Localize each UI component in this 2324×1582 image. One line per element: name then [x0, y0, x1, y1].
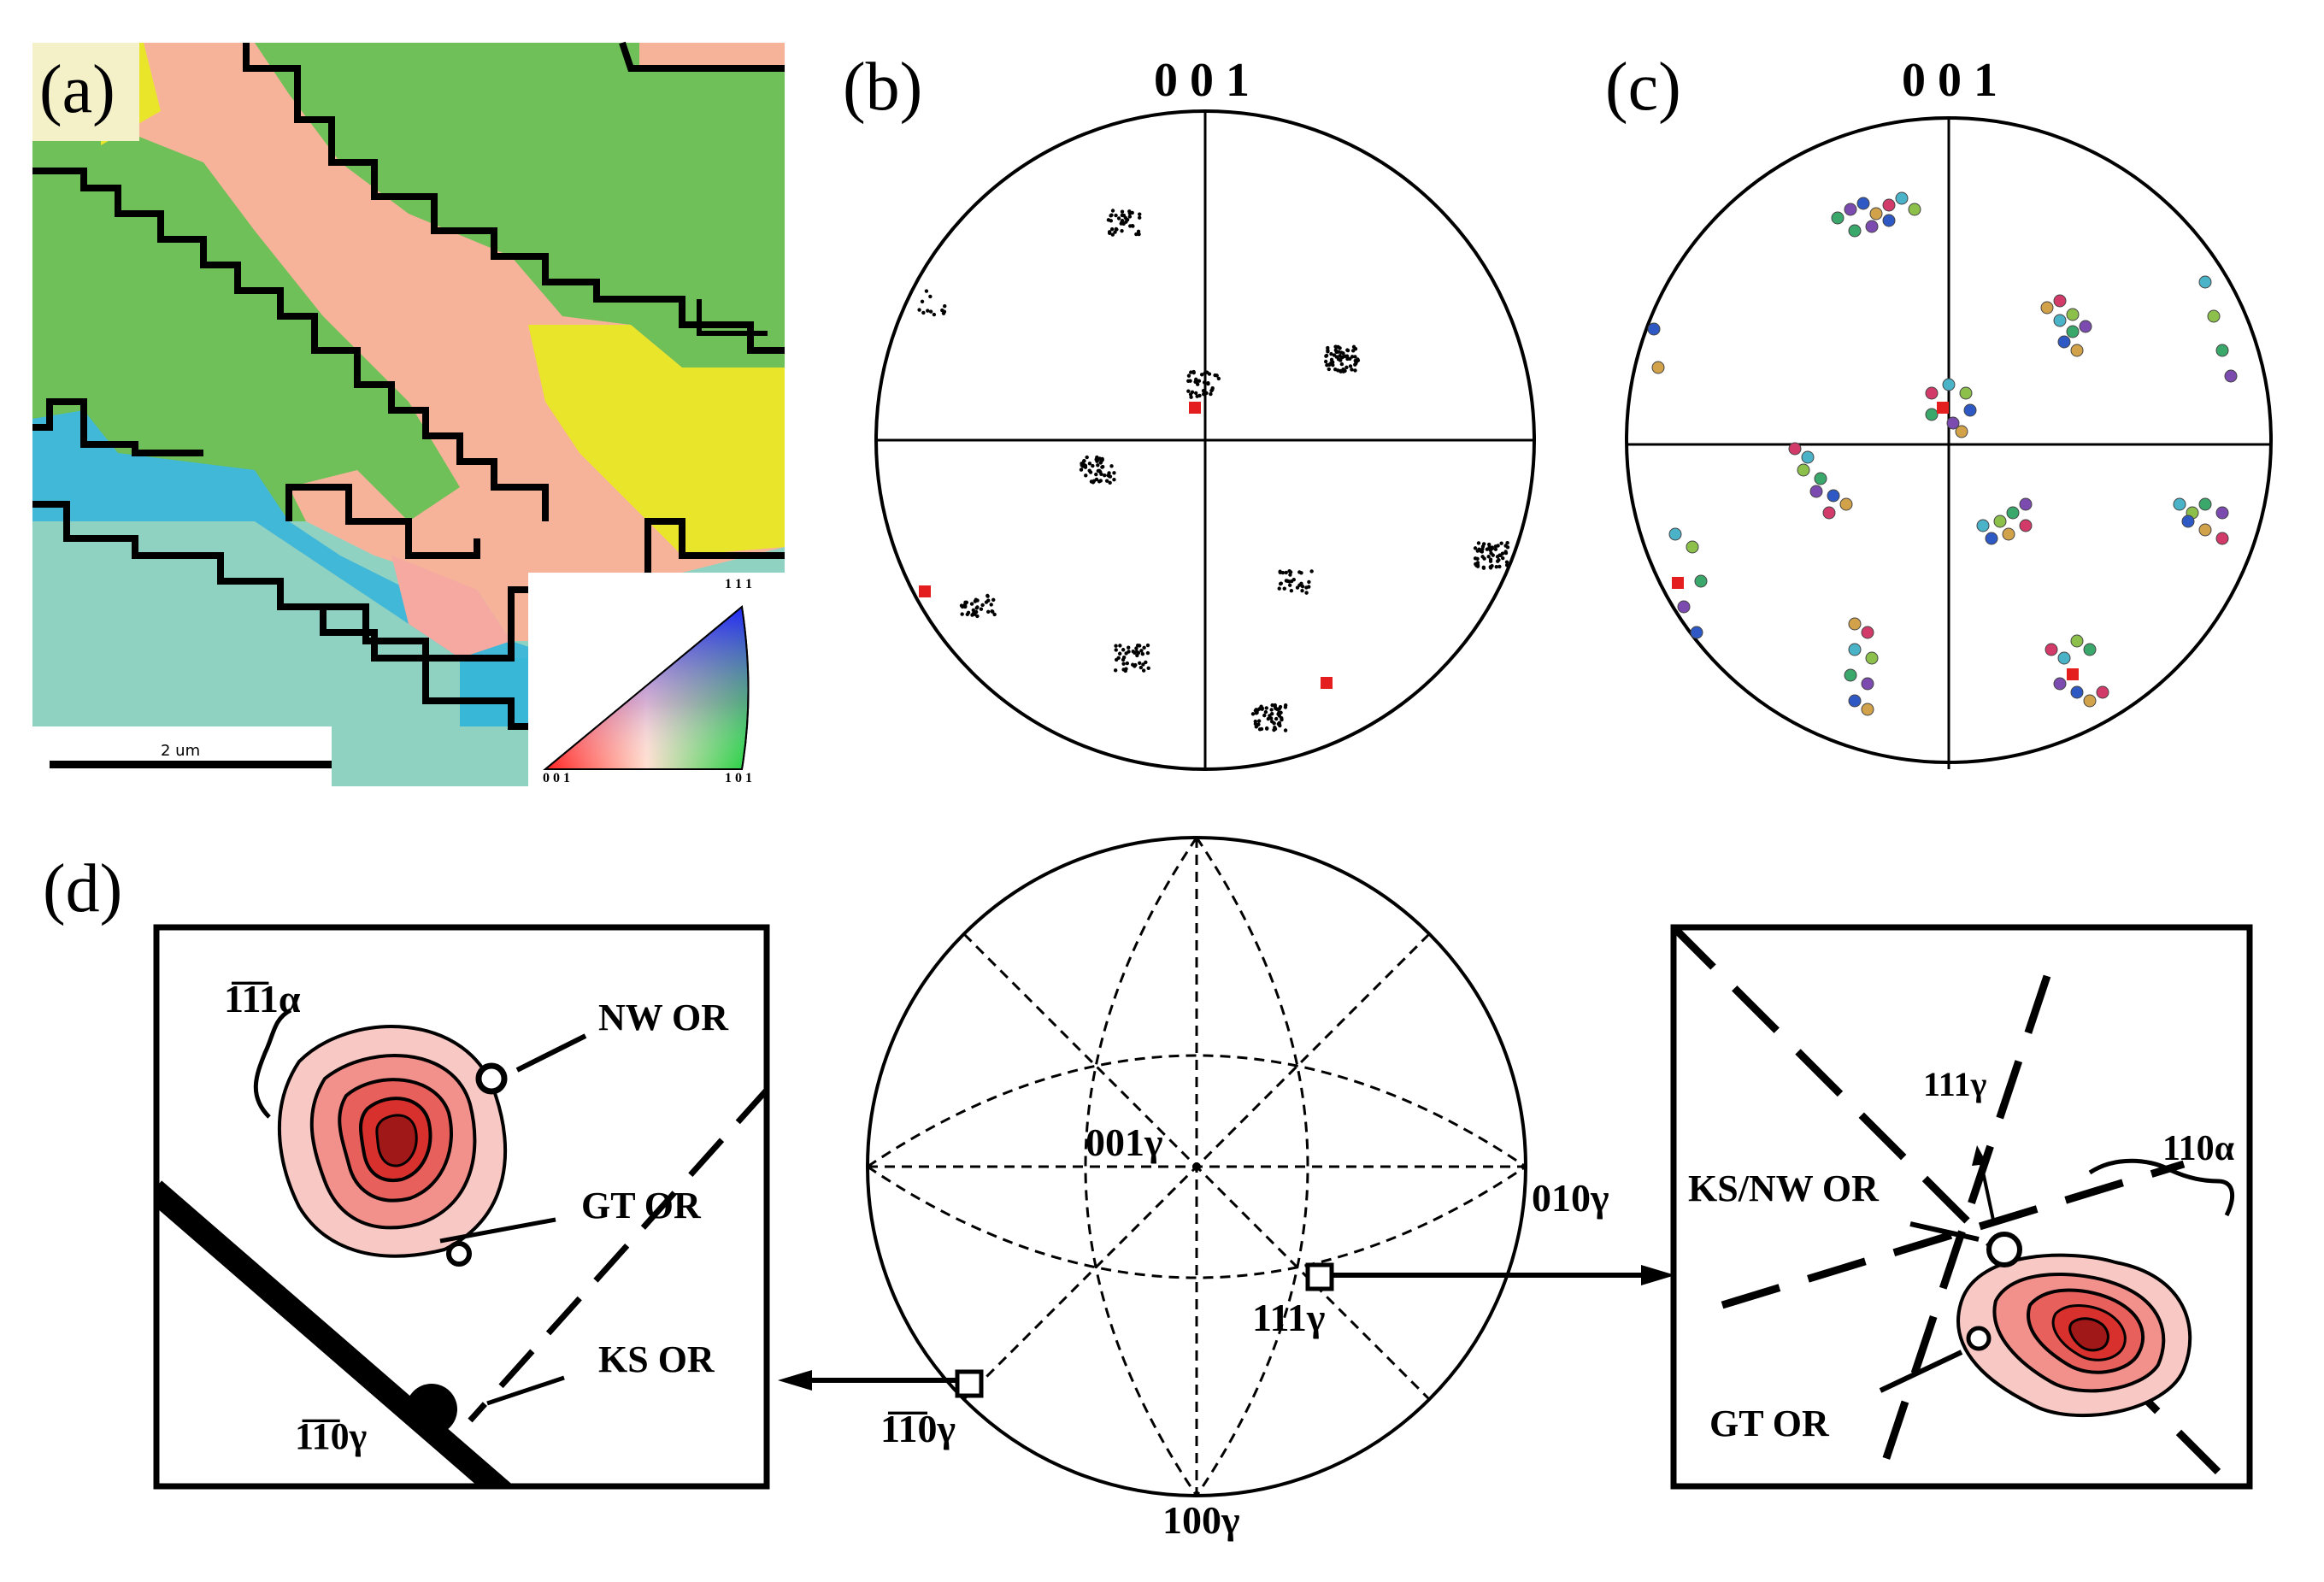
label-100-gamma: 100γ — [1162, 1498, 1240, 1542]
panel-label-d: (d) — [43, 851, 123, 926]
arrow-right — [1333, 1265, 1675, 1285]
panel-label-c: (c) — [1605, 50, 1681, 125]
panel-a: (a) 2 um 1 1 1 0 0 1 1 0 1 — [32, 41, 785, 786]
contour-box-right — [1670, 924, 2253, 1490]
label-110-alpha: 110α — [2162, 1129, 2235, 1168]
label-111-gamma-center: 111γ — [1252, 1296, 1326, 1339]
label-1m10-gamma-center: 1̅1̅0γ — [880, 1407, 956, 1450]
arrow-left — [778, 1370, 957, 1391]
label-nw-or: NW OR — [598, 997, 728, 1038]
ipf-label-101: 1 0 1 — [725, 771, 752, 785]
label-001-gamma: 001γ — [1086, 1120, 1163, 1164]
panel-label-b: (b) — [843, 50, 923, 125]
label-ks-or: KS OR — [598, 1338, 715, 1380]
label-ks-nw-or: KS/NW OR — [1688, 1167, 1879, 1209]
scale-bar-label: 2 um — [161, 742, 201, 760]
ipf-label-111: 1 1 1 — [725, 577, 752, 591]
label-1m10-gamma-left: 1̅1̅0γ — [295, 1415, 368, 1457]
label-gt-or-right: GT OR — [1709, 1403, 1829, 1444]
label-010-gamma: 010γ — [1532, 1176, 1609, 1220]
ipf-label-001: 0 0 1 — [543, 771, 570, 785]
stereographic-projection — [866, 836, 1527, 1497]
label-1m11-alpha: 1̅1̅1α — [224, 977, 301, 1020]
pole-figure-c — [1625, 116, 2273, 769]
pole-label-c: 0 0 1 — [1902, 54, 1997, 107]
pole-figure-b — [874, 109, 1536, 771]
contour-box-left — [153, 924, 770, 1490]
label-gt-or-left: GT OR — [581, 1185, 701, 1226]
ebsd-orientation-map — [32, 41, 785, 786]
label-111-gamma-right: 111γ — [1923, 1065, 1987, 1103]
panel-label-a: (a) — [39, 52, 115, 127]
pole-label-b: 0 0 1 — [1154, 54, 1250, 107]
